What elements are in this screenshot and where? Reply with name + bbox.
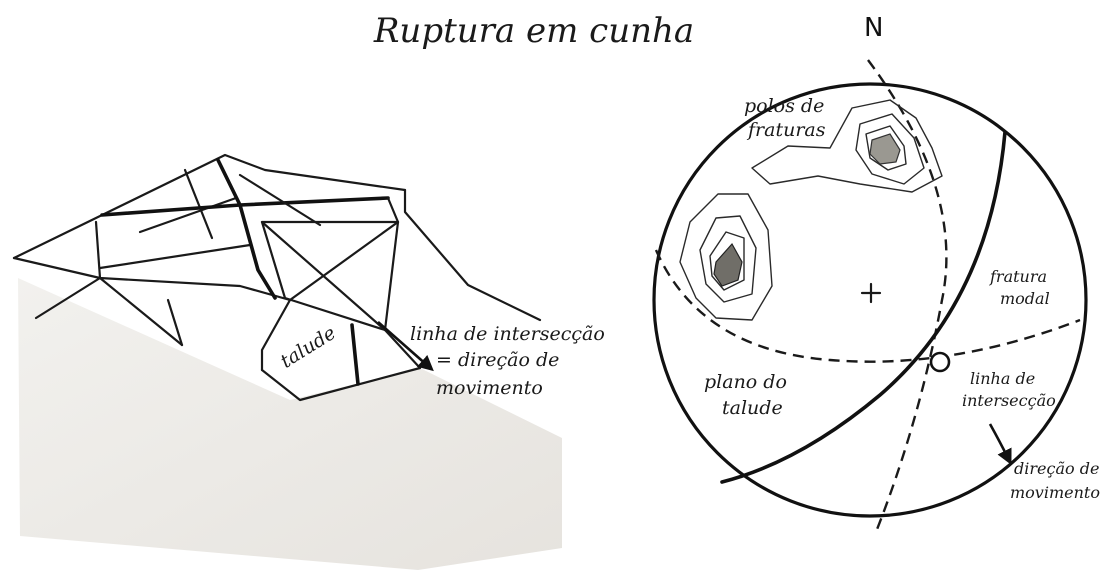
slope-face-right <box>383 328 422 370</box>
pole-contour-outer <box>751 99 943 193</box>
slope-face-toe <box>260 366 422 402</box>
great-circle-fracture-dashed <box>654 249 1081 363</box>
poles-label-2: fraturas <box>746 119 826 141</box>
north-label: N <box>864 13 883 43</box>
direction-label-1: direção de <box>1014 459 1099 478</box>
pole-contour-outer <box>679 193 773 321</box>
modal-fracture-label-1: fratura <box>989 267 1047 286</box>
movement-direction-arrow-stereonet <box>988 423 1012 465</box>
wedge-edge <box>386 196 400 224</box>
pole-contour-inner <box>709 231 745 291</box>
pole-contour-inner <box>865 125 907 171</box>
block-top-back-edge <box>12 153 407 260</box>
stereonet-primitive-circle <box>652 82 1088 518</box>
intersection-point <box>929 351 951 373</box>
poles-label-1: polos de <box>744 95 824 117</box>
fracture-line <box>138 196 238 234</box>
fracture-line <box>238 173 322 227</box>
fracture-line <box>166 298 184 347</box>
pole-contour-middle <box>855 113 925 185</box>
stereonet: N polos de fraturas fratura modal plano … <box>652 13 1100 533</box>
fracture-line <box>183 168 214 240</box>
movement-direction-arrow <box>377 321 434 372</box>
intersection-line-label-1: linha de intersecção <box>410 323 605 345</box>
figure-title: Ruptura em cunha <box>373 11 694 51</box>
block-side-shade <box>18 278 562 570</box>
pole-contour-middle <box>699 215 757 303</box>
pole-maximum <box>713 242 743 287</box>
fracture-line <box>94 220 102 280</box>
fracture-line <box>98 276 184 347</box>
intersection-line-label-2: = direção de <box>436 349 559 371</box>
slope-face-left <box>260 298 292 372</box>
wedge-edge <box>288 220 400 302</box>
intersection-label-1: linha de <box>970 369 1035 388</box>
fracture-line <box>98 243 252 270</box>
great-circle-fracture-dashed <box>867 59 948 533</box>
slope-plane-label-2: talude <box>722 397 783 419</box>
modal-fracture-label-2: modal <box>1000 289 1050 308</box>
block-diagram: talude linha de intersecção = direção de… <box>12 153 605 570</box>
intersection-line-label-3: movimento <box>436 377 543 399</box>
slope-plane-great-circle <box>720 130 1007 484</box>
intersection-label-2: intersecção <box>962 391 1056 410</box>
fracture-line <box>34 276 102 320</box>
slope-plane-label-1: plano do <box>704 371 787 393</box>
block-right-edge <box>403 188 542 322</box>
block-front-edge <box>12 256 292 302</box>
major-fracture-diagonal <box>216 158 277 300</box>
slope-label: talude <box>277 322 340 373</box>
pole-maximum <box>869 133 901 165</box>
direction-label-2: movimento <box>1010 483 1100 502</box>
major-fracture-horizontal <box>100 196 390 217</box>
slope-face-crack <box>350 323 360 386</box>
